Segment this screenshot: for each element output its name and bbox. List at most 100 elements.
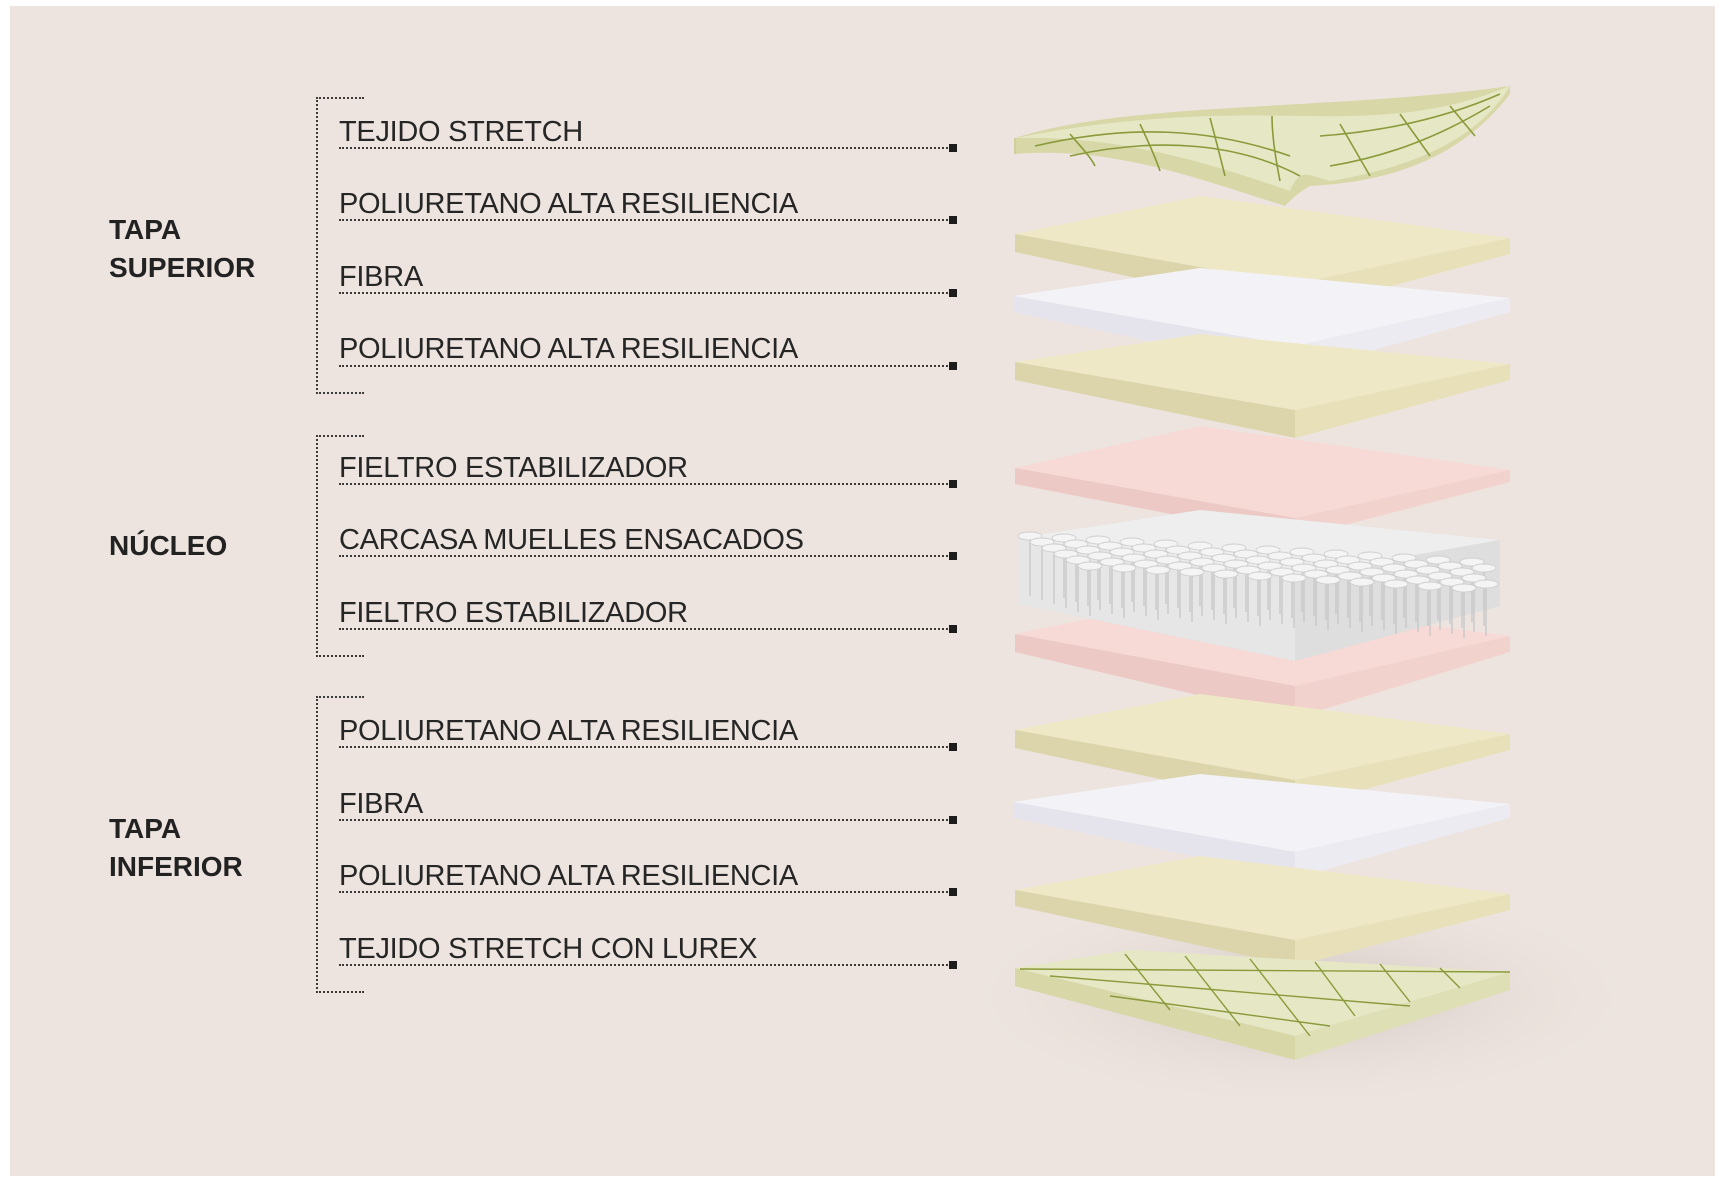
spring-top: [1349, 577, 1375, 587]
bracket-tapa-inferior: [316, 696, 364, 993]
fabric-layer-icon: [1014, 86, 1510, 206]
spring-top: [1041, 543, 1067, 553]
spring-top: [1437, 561, 1463, 571]
spring-top: [1245, 555, 1271, 565]
spring-top: [1131, 543, 1157, 553]
group-title-tapa-inferior: TAPA INFERIOR: [109, 813, 243, 882]
spring-top: [1313, 559, 1339, 569]
leader-line: [339, 292, 951, 294]
spring-top: [1323, 549, 1349, 559]
spring-top: [1097, 541, 1123, 551]
spring-top: [1143, 549, 1169, 559]
spring-top: [1281, 573, 1307, 583]
leader-end-marker: [949, 289, 957, 297]
spring-top: [1403, 559, 1429, 569]
leader-line: [339, 147, 951, 149]
group-title-nucleo: NÚCLEO: [109, 530, 228, 561]
spring-top: [1427, 571, 1453, 581]
spring-top: [1473, 579, 1499, 589]
spring-top: [1451, 583, 1477, 593]
spring-top: [1405, 575, 1431, 585]
fabric-layer-icon: [1015, 950, 1511, 1060]
spring-top: [1053, 549, 1079, 559]
layer-label-poliuretano: POLIURETANO ALTA RESILIENCIA: [339, 715, 798, 747]
leader-line: [339, 365, 951, 367]
bracket-tapa-superior: [316, 97, 364, 394]
spring-top: [1201, 563, 1227, 573]
leader-end-marker: [949, 625, 957, 633]
spring-top: [1279, 557, 1305, 567]
spring-top: [1167, 561, 1193, 571]
leader-line: [339, 746, 951, 748]
leader-end-marker: [949, 144, 957, 152]
group-title-tapa-superior: TAPA SUPERIOR: [109, 214, 256, 283]
spring-top: [1075, 545, 1101, 555]
spring-top: [1121, 553, 1147, 563]
spring-top: [1257, 561, 1283, 571]
spring-top: [1315, 575, 1341, 585]
spring-top: [1145, 565, 1171, 575]
spring-top: [1133, 559, 1159, 569]
spring-top: [1269, 567, 1295, 577]
spring-top: [1291, 563, 1317, 573]
layer-label-poliuretano: POLIURETANO ALTA RESILIENCIA: [339, 333, 798, 365]
fiber-layer-icon: [1013, 774, 1510, 878]
leader-line: [339, 628, 951, 630]
spring-top: [1065, 555, 1091, 565]
leader-line: [339, 219, 951, 221]
leader-end-marker: [949, 743, 957, 751]
leader-end-marker: [949, 816, 957, 824]
spring-top: [1119, 537, 1145, 547]
spring-top: [1017, 531, 1043, 541]
layer-label-tejido-stretch: TEJIDO STRETCH: [339, 116, 583, 148]
spring-top: [1301, 553, 1327, 563]
leader-end-marker: [949, 888, 957, 896]
spring-top: [1109, 547, 1135, 557]
spring-top: [1221, 543, 1247, 553]
foam-layer-icon: [1015, 856, 1510, 966]
spring-top: [1267, 551, 1293, 561]
spring-top: [1383, 579, 1409, 589]
spring-top: [1213, 569, 1239, 579]
spring-top: [1359, 567, 1385, 577]
spring-top: [1369, 557, 1395, 567]
layer-stack-illustration: [940, 86, 1660, 1116]
leader-line: [339, 964, 951, 966]
spring-top: [1417, 581, 1443, 591]
spring-top: [1111, 563, 1137, 573]
layer-label-fibra: FIBRA: [339, 788, 423, 820]
leader-line: [339, 819, 951, 821]
spring-top: [1177, 551, 1203, 561]
spring-top: [1165, 545, 1191, 555]
leader-end-marker: [949, 480, 957, 488]
foam-layer-icon: [1015, 334, 1510, 438]
layer-label-carcasa-muelles: CARCASA MUELLES ENSACADOS: [339, 524, 804, 556]
spring-top: [1449, 567, 1475, 577]
spring-top: [1381, 563, 1407, 573]
spring-top: [1425, 555, 1451, 565]
bracket-nucleo: [316, 435, 364, 657]
spring-top: [1325, 565, 1351, 575]
spring-top: [1303, 569, 1329, 579]
spring-top: [1439, 577, 1465, 587]
spring-top: [1187, 541, 1213, 551]
layer-label-tejido-stretch-lurex: TEJIDO STRETCH CON LUREX: [339, 933, 758, 965]
spring-top: [1255, 545, 1281, 555]
spring-top: [1461, 573, 1487, 583]
spring-top: [1223, 559, 1249, 569]
spring-top: [1211, 553, 1237, 563]
spring-top: [1199, 547, 1225, 557]
spring-top: [1235, 565, 1261, 575]
spring-top: [1233, 549, 1259, 559]
spring-top: [1099, 557, 1125, 567]
spring-top: [1335, 555, 1361, 565]
spring-top: [1179, 567, 1205, 577]
layer-label-fieltro: FIELTRO ESTABILIZADOR: [339, 597, 688, 629]
spring-top: [1391, 553, 1417, 563]
leader-line: [339, 555, 951, 557]
leader-line: [339, 891, 951, 893]
spring-top: [1371, 573, 1397, 583]
layer-label-fieltro: FIELTRO ESTABILIZADOR: [339, 452, 688, 484]
spring-top: [1459, 557, 1485, 567]
pocket-springs-icon: [1017, 510, 1500, 661]
